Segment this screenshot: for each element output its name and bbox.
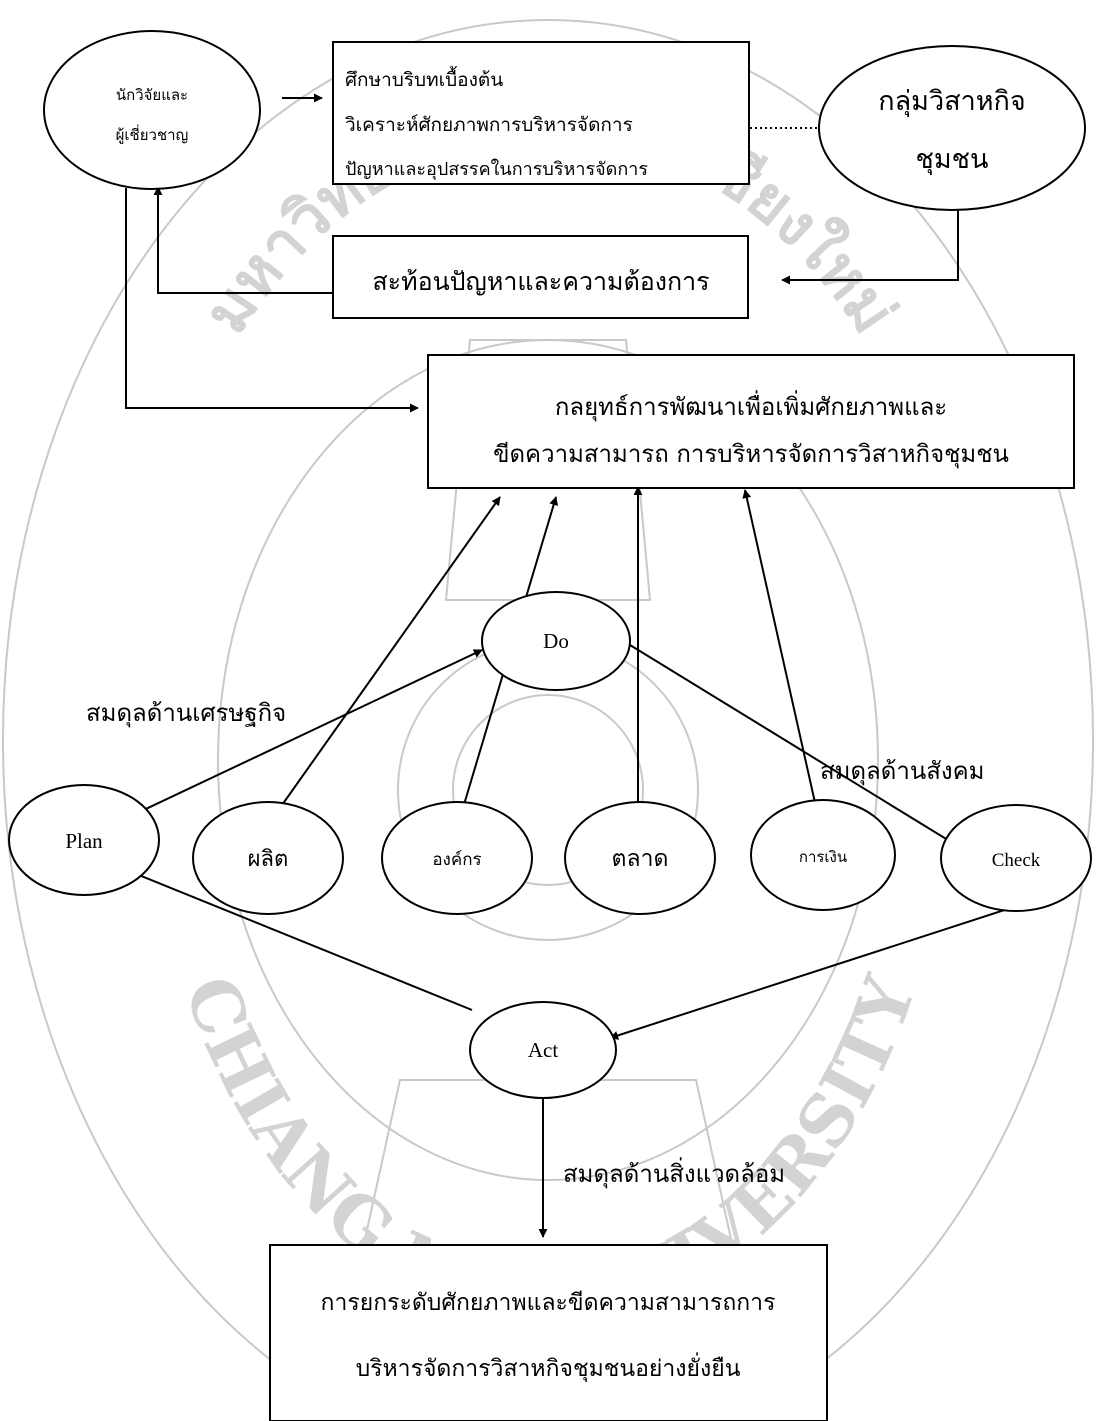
researchers-line-2: ผู้เชี่ยวชาญ (116, 124, 189, 144)
node-check: Check (941, 805, 1091, 911)
node-plan: Plan (9, 785, 159, 895)
edge-check-to-act (610, 905, 1020, 1038)
check-label: Check (992, 850, 1041, 871)
organization-label: องค์กร (432, 850, 481, 870)
economic-balance-label: สมดุลด้านเศรษฐกิจ (86, 699, 286, 728)
edge-plan-to-do (112, 650, 482, 825)
node-organization: องค์กร (382, 802, 532, 914)
social-balance-label: สมดุลด้านสังคม (820, 757, 984, 786)
node-result: การยกระดับศักยภาพและขีดความสามารถการ บริ… (270, 1245, 827, 1421)
researchers-ellipse (44, 31, 260, 189)
study-line-2: วิเคราะห์ศักยภาพการบริหารจัดการ (345, 114, 633, 136)
study-line-1: ศึกษาบริบทเบื้องต้น (345, 66, 503, 91)
edge-production-to-strategy (270, 497, 500, 822)
result-box (270, 1245, 827, 1421)
node-marketing: ตลาด (565, 802, 715, 914)
result-line-1: การยกระดับศักยภาพและขีดความสามารถการ (321, 1290, 776, 1316)
community-group-line-1: กลุ่มวิสาหกิจ (878, 86, 1025, 118)
node-reflect: สะท้อนปัญหาและความต้องการ (333, 236, 748, 318)
edge-finance-to-strategy (745, 490, 820, 825)
strategy-line-1: กลยุทธ์การพัฒนาเพื่อเพิ่มศักยภาพและ (555, 390, 947, 422)
plan-label: Plan (65, 829, 103, 853)
finance-label: การเงิน (799, 848, 847, 866)
strategy-line-2: ขีดความสามารถ การบริหารจัดการวิสาหกิจชุม… (493, 440, 1009, 469)
node-strategy: กลยุทธ์การพัฒนาเพื่อเพิ่มศักยภาพและ ขีดค… (428, 355, 1074, 488)
strategy-box (428, 355, 1074, 488)
result-line-2: บริหารจัดการวิสาหกิจชุมชนอย่างยั่งยืน (356, 1352, 741, 1382)
researchers-line-1: นักวิจัยและ (116, 86, 188, 104)
production-label: ผลิต (248, 847, 289, 872)
node-act: Act (470, 1002, 616, 1098)
reflect-label: สะท้อนปัญหาและความต้องการ (372, 267, 709, 296)
environment-balance-label: สมดุลด้านสิ่งแวดล้อม (563, 1157, 785, 1189)
act-label: Act (528, 1038, 558, 1062)
do-label: Do (543, 629, 569, 653)
node-researchers: นักวิจัยและ ผู้เชี่ยวชาญ (44, 31, 260, 189)
marketing-label: ตลาด (612, 846, 669, 872)
node-study: ศึกษาบริบทเบื้องต้น วิเคราะห์ศักยภาพการบ… (333, 42, 749, 184)
node-community-group: กลุ่มวิสาหกิจ ชุมชน (819, 46, 1085, 210)
community-group-ellipse (819, 46, 1085, 210)
study-line-3: ปัญหาและอุปสรรคในการบริหารจัดการ (345, 158, 648, 180)
node-do: Do (482, 592, 630, 690)
community-group-line-2: ชุมชน (916, 144, 989, 176)
node-finance: การเงิน (751, 800, 895, 910)
node-production: ผลิต (193, 802, 343, 914)
